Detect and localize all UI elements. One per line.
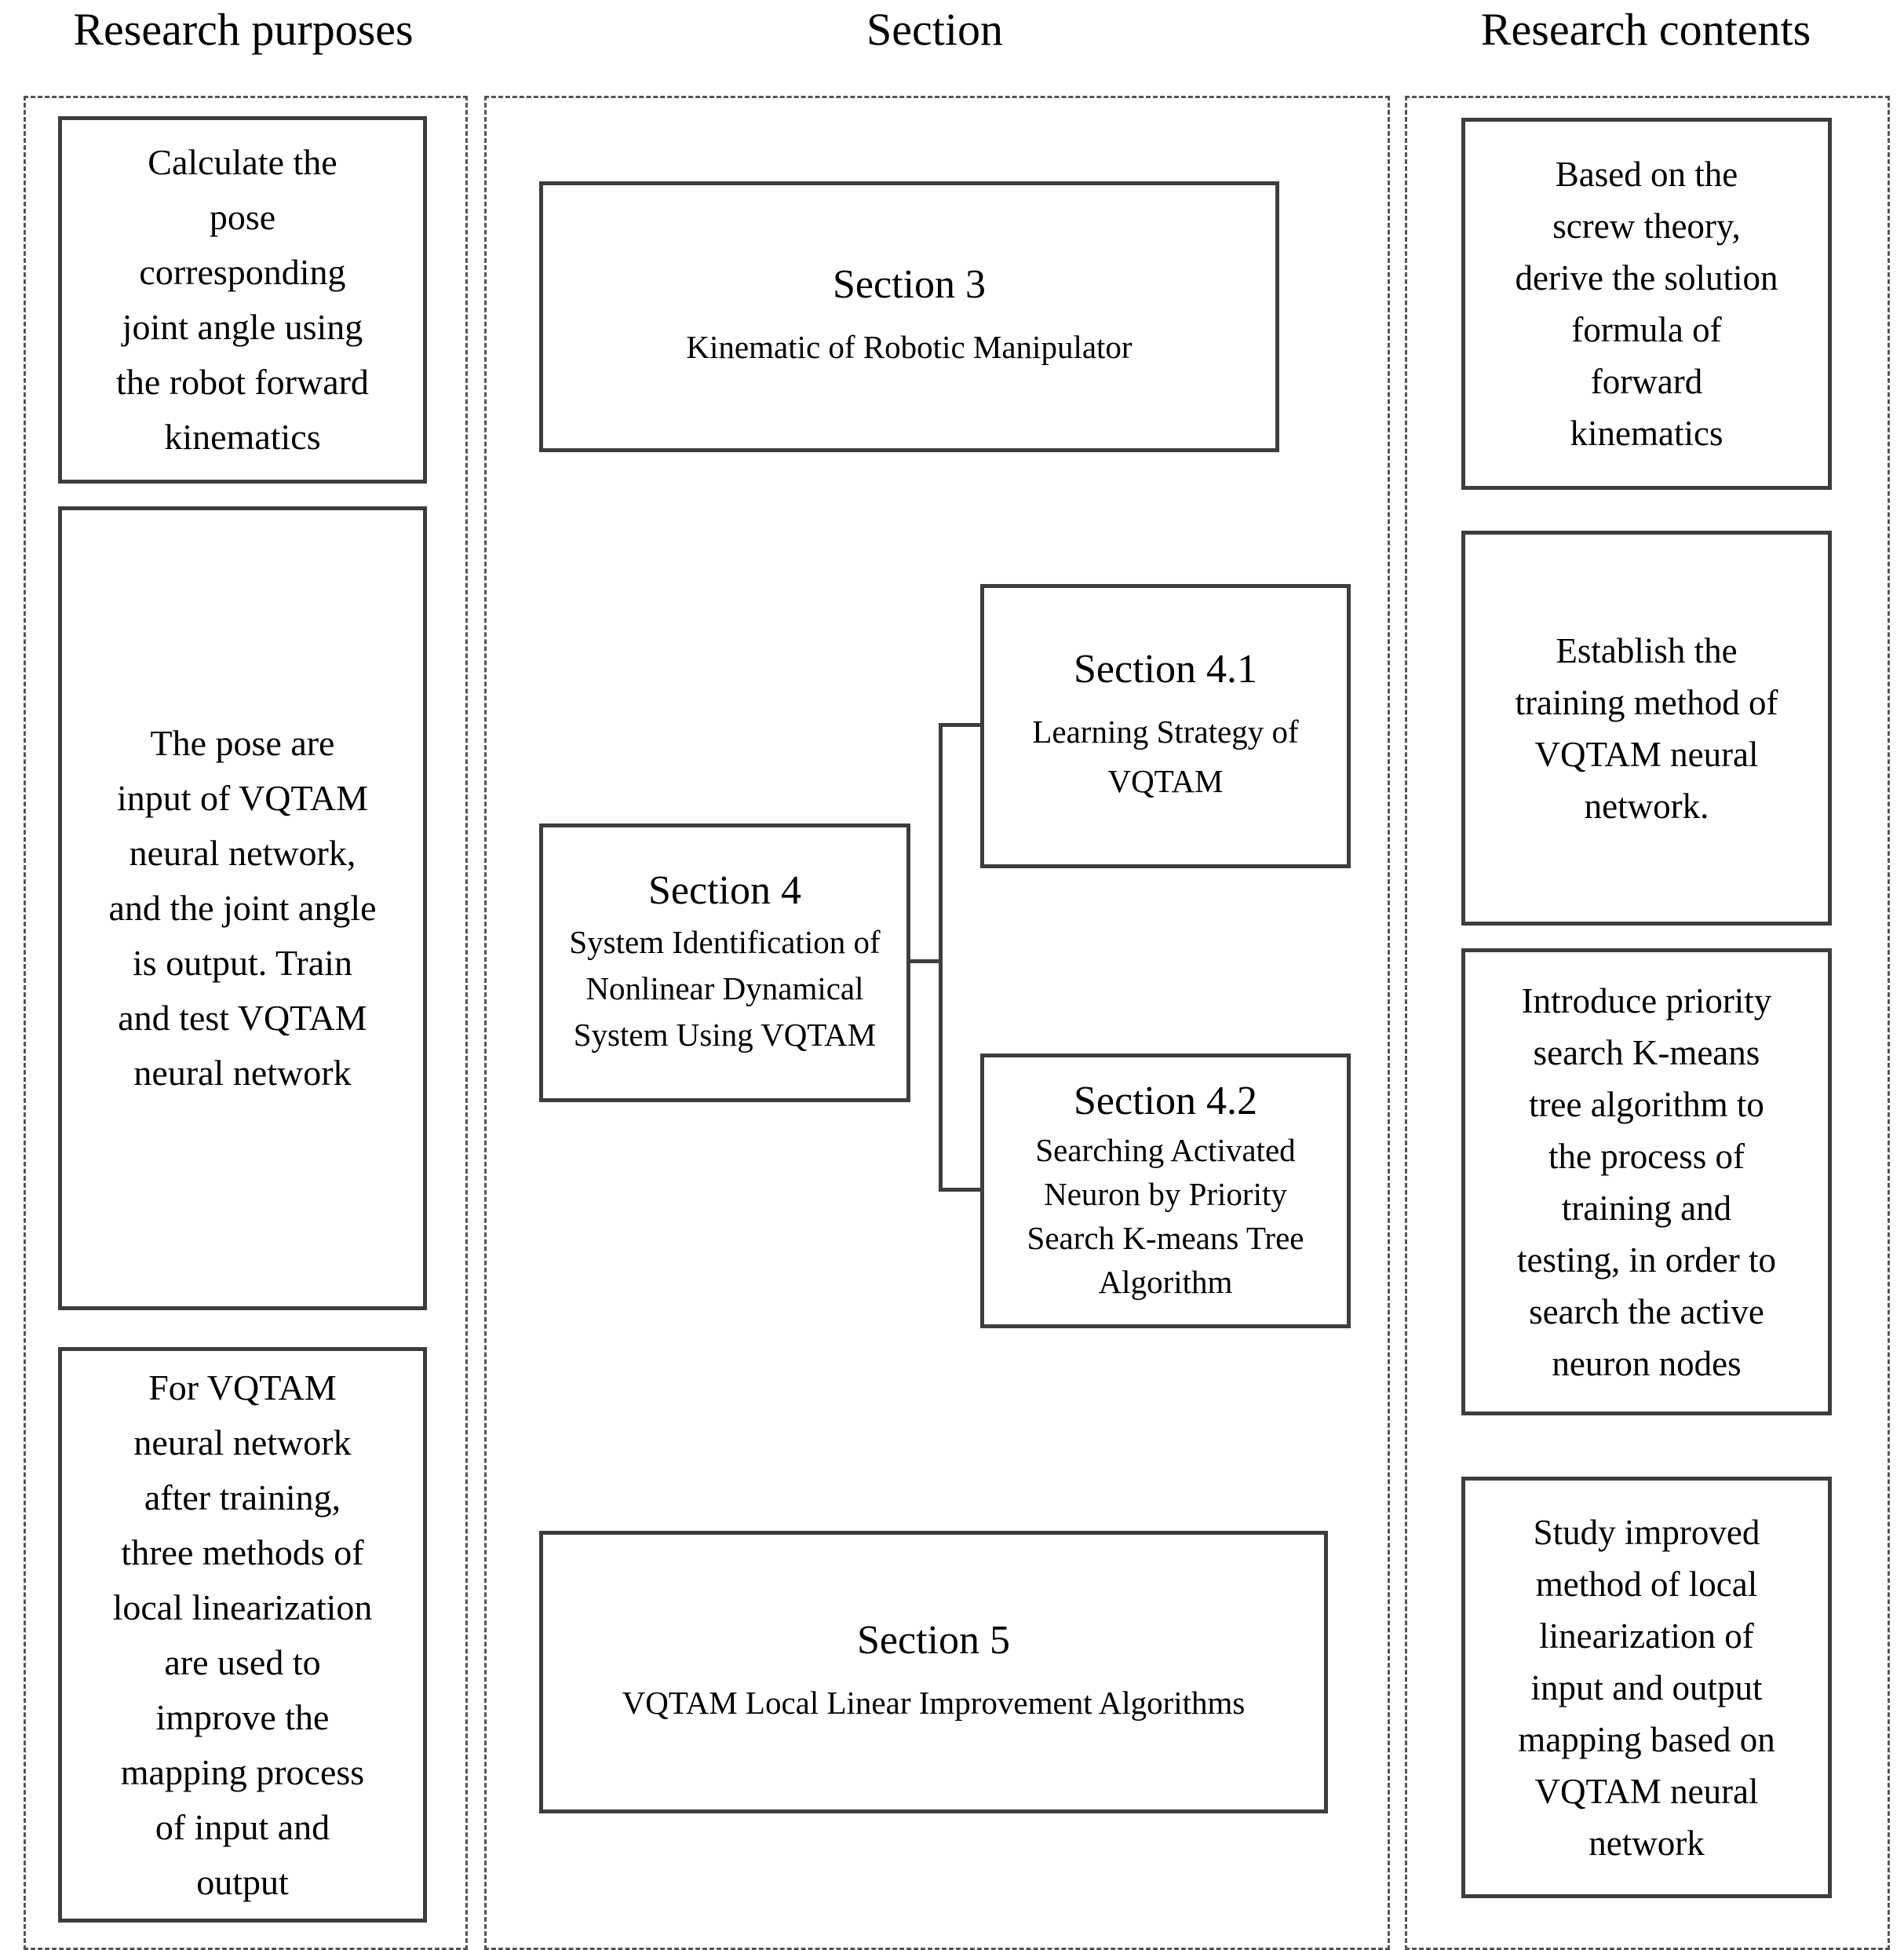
section-4-2-box: Section 4.2 Searching Activated Neuron b… — [980, 1054, 1351, 1328]
research-contents-panel — [1405, 96, 1890, 1950]
purpose-box-forward-kinematics: Calculate the pose corresponding joint a… — [58, 116, 427, 484]
purpose-box-train-test-vqtam-text: The pose are input of VQTAM neural netwo… — [108, 723, 377, 1093]
section-4-subtitle: System Identification of Nonlinear Dynam… — [569, 924, 881, 1053]
section-5-title: Section 5 — [857, 1617, 1010, 1663]
content-box-priority-search: Introduce priority search K-means tree a… — [1461, 948, 1832, 1415]
section-4-1-title: Section 4.1 — [1074, 647, 1257, 692]
connector-vertical-line — [939, 723, 943, 1192]
section-3-subtitle: Kinematic of Robotic Manipulator — [686, 329, 1133, 365]
column-header-research-purposes: Research purposes — [73, 4, 414, 55]
section-4-title: Section 4 — [648, 868, 801, 913]
section-4-1-box: Section 4.1 Learning Strategy of VQTAM — [980, 584, 1351, 868]
section-panel — [484, 96, 1390, 1950]
purpose-box-local-linearization: For VQTAM neural network after training,… — [58, 1347, 427, 1923]
column-header-research-contents: Research contents — [1480, 4, 1811, 55]
content-box-improved-mapping: Study improved method of local lineariza… — [1461, 1477, 1832, 1898]
section-4-2-title: Section 4.2 — [1074, 1079, 1257, 1123]
connector-branch-section4-1 — [939, 723, 980, 727]
content-box-screw-theory: Based on the screw theory, derive the so… — [1461, 118, 1832, 490]
purpose-box-local-linearization-text: For VQTAM neural network after training,… — [112, 1367, 373, 1902]
section-4-2-subtitle: Searching Activated Neuron by Priority S… — [1027, 1132, 1304, 1300]
section-4-box: Section 4 System Identification of Nonli… — [539, 823, 910, 1102]
purpose-box-train-test-vqtam: The pose are input of VQTAM neural netwo… — [58, 506, 427, 1310]
column-header-section: Section — [866, 4, 1003, 55]
purpose-box-forward-kinematics-text: Calculate the pose corresponding joint a… — [116, 142, 369, 457]
section-5-box: Section 5 VQTAM Local Linear Improvement… — [539, 1531, 1328, 1813]
content-box-training-method-text: Establish the training method of VQTAM n… — [1515, 630, 1778, 826]
connector-stub-section4 — [910, 959, 943, 963]
section-3-title: Section 3 — [833, 262, 986, 307]
content-box-improved-mapping-text: Study improved method of local lineariza… — [1518, 1512, 1775, 1863]
section-5-subtitle: VQTAM Local Linear Improvement Algorithm… — [622, 1684, 1246, 1721]
content-box-screw-theory-text: Based on the screw theory, derive the so… — [1515, 155, 1778, 453]
research-purposes-panel — [24, 96, 468, 1950]
content-box-training-method: Establish the training method of VQTAM n… — [1461, 531, 1832, 926]
content-box-priority-search-text: Introduce priority search K-means tree a… — [1517, 980, 1776, 1383]
section-4-1-subtitle: Learning Strategy of VQTAM — [1032, 714, 1299, 799]
connector-branch-section4-2 — [939, 1188, 980, 1192]
section-3-box: Section 3 Kinematic of Robotic Manipulat… — [539, 181, 1279, 452]
